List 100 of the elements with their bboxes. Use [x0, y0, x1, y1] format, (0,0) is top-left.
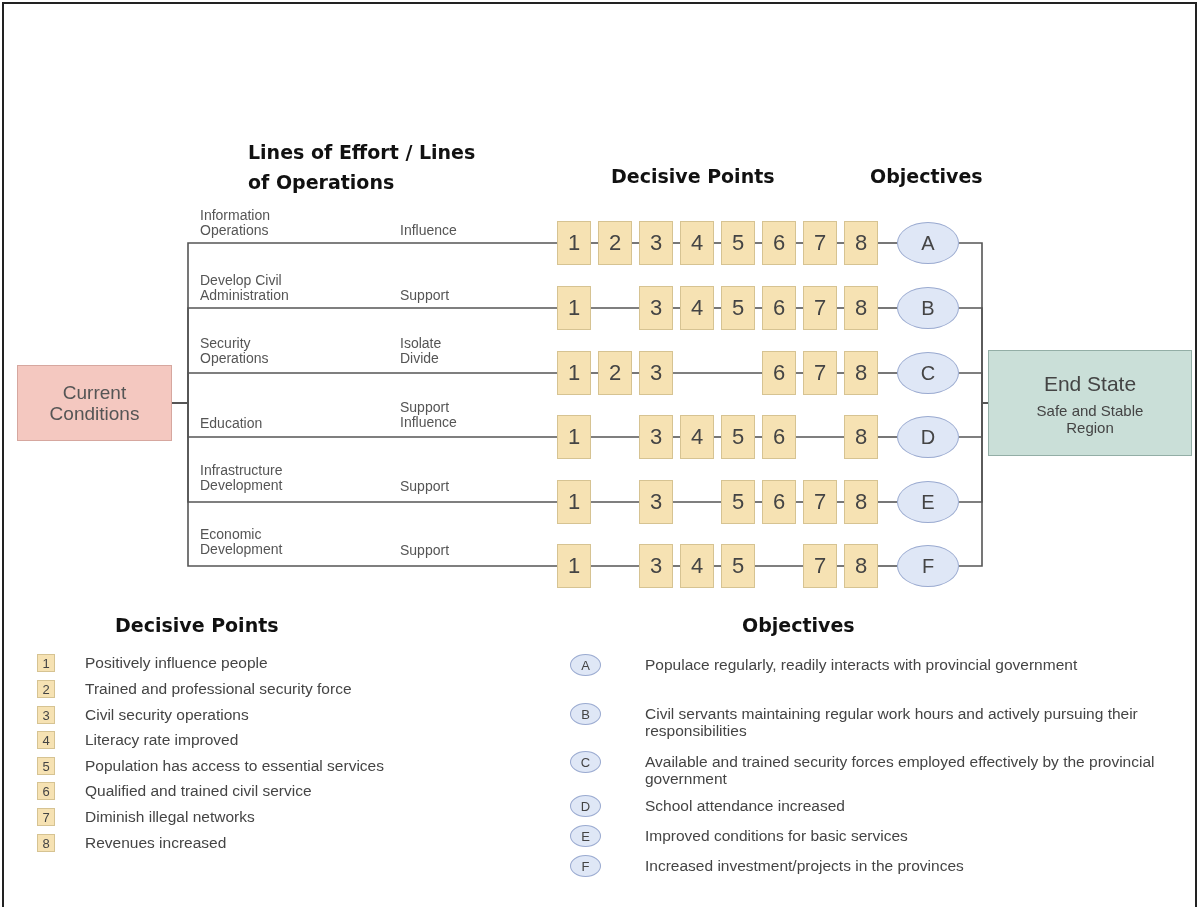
decisive-point-box: 7 [803, 286, 837, 330]
objective-circle: C [897, 352, 959, 394]
decisive-point-key-box: 3 [37, 706, 55, 724]
decisive-point-key-box: 7 [37, 808, 55, 826]
connector-line [836, 242, 845, 244]
objective-key-circle: E [570, 825, 601, 847]
decisive-point-box: 5 [721, 415, 755, 459]
end-state-box [988, 350, 1192, 456]
connector-line [590, 242, 599, 244]
section-heading: Decisive Points [115, 613, 279, 638]
decisive-point-description: Qualified and trained civil service [85, 782, 312, 799]
decisive-point-box: 3 [639, 415, 673, 459]
objective-key-circle: C [570, 751, 601, 773]
connector-line [795, 242, 804, 244]
decisive-point-key-box: 6 [37, 782, 55, 800]
section-heading: Decisive Points [611, 164, 775, 189]
connector-line [672, 436, 681, 438]
line-of-effort-action: Support [400, 479, 450, 494]
box-heading: End State [1043, 371, 1137, 397]
connector-line [713, 565, 722, 567]
line-of-effort-name: Develop Civil Administration [200, 273, 290, 303]
connector-line [877, 372, 898, 374]
connector-line [631, 372, 640, 374]
objective-description: Populace regularly, readily interacts with provincial government [645, 656, 1078, 673]
section-heading: Objectives [742, 613, 855, 638]
line-of-effort-action: Support [400, 288, 450, 303]
line-of-effort-action: Isolate Divide [400, 336, 443, 366]
objective-description: Increased investment/projects in the provinces [645, 857, 964, 874]
connector-line [877, 307, 898, 309]
decisive-point-box: 8 [844, 221, 878, 265]
decisive-point-box: 8 [844, 415, 878, 459]
decisive-point-description: Positively influence people [85, 654, 268, 671]
objective-description: School attendance increased [645, 797, 845, 814]
decisive-point-box: 1 [557, 544, 591, 588]
connector-line [713, 242, 722, 244]
objective-circle: D [897, 416, 959, 458]
decisive-point-box: 2 [598, 351, 632, 395]
decisive-point-box: 4 [680, 544, 714, 588]
connector-line [795, 436, 845, 438]
connector-line [672, 242, 681, 244]
connector-line [836, 565, 845, 567]
objective-key-circle: F [570, 855, 601, 877]
connector-line [754, 242, 763, 244]
decisive-point-box: 8 [844, 544, 878, 588]
objective-key-circle: A [570, 654, 601, 676]
objective-key-circle: D [570, 795, 601, 817]
decisive-point-box: 1 [557, 415, 591, 459]
line-of-effort-action: Support [400, 543, 450, 558]
decisive-point-box: 8 [844, 286, 878, 330]
decisive-point-box: 1 [557, 480, 591, 524]
connector-line [590, 436, 640, 438]
connector-line [713, 307, 722, 309]
decisive-point-description: Population has access to essential services [85, 757, 384, 774]
objective-description: Improved conditions for basic services [645, 827, 908, 844]
decisive-point-box: 3 [639, 221, 673, 265]
decisive-point-description: Civil security operations [85, 706, 249, 723]
connector-line [754, 436, 763, 438]
connector-line [631, 242, 640, 244]
decisive-point-box: 5 [721, 221, 755, 265]
decisive-point-key-box: 2 [37, 680, 55, 698]
line-of-effort-action: Influence [400, 223, 457, 238]
objective-circle: E [897, 481, 959, 523]
connector-line [836, 372, 845, 374]
decisive-point-box: 3 [639, 480, 673, 524]
line-of-effort-name: Information Operations [200, 208, 272, 238]
decisive-point-box: 4 [680, 221, 714, 265]
connector-line [877, 565, 898, 567]
decisive-point-box: 4 [680, 415, 714, 459]
decisive-point-box: 7 [803, 544, 837, 588]
decisive-point-description: Literacy rate improved [85, 731, 239, 748]
connector-line [754, 501, 763, 503]
decisive-point-box: 6 [762, 286, 796, 330]
decisive-point-box: 3 [639, 544, 673, 588]
line-of-effort-name: Economic Development [200, 527, 284, 557]
connector-line [590, 501, 640, 503]
decisive-point-key-box: 1 [37, 654, 55, 672]
decisive-point-box: 2 [598, 221, 632, 265]
line-of-effort-name: Security Operations [200, 336, 270, 366]
decisive-point-box: 3 [639, 286, 673, 330]
decisive-point-box: 1 [557, 286, 591, 330]
connector-line [672, 501, 722, 503]
connector-line [795, 372, 804, 374]
decisive-point-box: 5 [721, 480, 755, 524]
box-text: Safe and Stable Region [1035, 402, 1145, 436]
decisive-point-description: Revenues increased [85, 834, 227, 851]
decisive-point-box: 6 [762, 415, 796, 459]
connector-line [877, 436, 898, 438]
decisive-point-box: 1 [557, 221, 591, 265]
decisive-point-box: 7 [803, 351, 837, 395]
section-heading: Lines of Effort / Lines of Operations [248, 140, 477, 195]
decisive-point-box: 6 [762, 351, 796, 395]
connector-line [672, 565, 681, 567]
decisive-point-box: 6 [762, 221, 796, 265]
objective-description: Civil servants maintaining regular work hours and actively pursuing their responsibilities [645, 705, 1139, 739]
connector-line [713, 436, 722, 438]
connector-line [590, 307, 640, 309]
connector-line [672, 307, 681, 309]
decisive-point-key-box: 8 [37, 834, 55, 852]
connector-line [795, 501, 804, 503]
decisive-point-box: 6 [762, 480, 796, 524]
